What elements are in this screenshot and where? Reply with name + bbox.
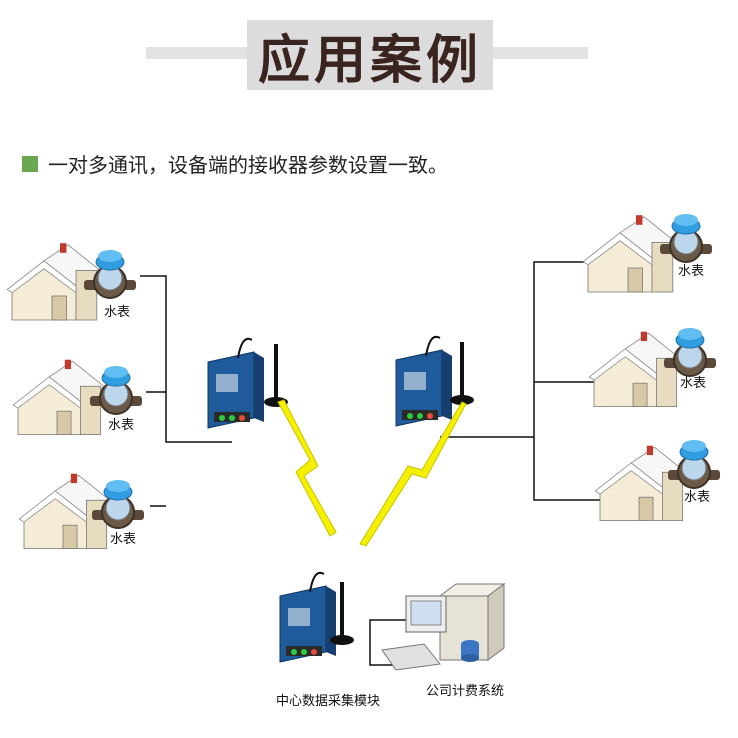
meter-label: 水表: [110, 532, 137, 547]
page-title: 应用案例: [257, 29, 482, 91]
description-text: 一对多通讯，设备端的接收器参数设置一致。: [48, 153, 448, 177]
house-icon: [12, 359, 105, 435]
lightning-icon: [359, 401, 467, 547]
title-box: 应用案例: [247, 20, 493, 91]
description-line: 一对多通讯，设备端的接收器参数设置一致。: [22, 149, 448, 178]
meter-label: 水表: [684, 490, 711, 505]
wireless-module-icon: [395, 335, 453, 427]
wireless-module-icon: [279, 571, 337, 663]
house-icon: [594, 445, 687, 521]
house-icon: [588, 331, 681, 407]
meter-label: 水表: [678, 264, 705, 279]
computer-icon: [381, 583, 506, 671]
center-module-label: 中心数据采集模块: [276, 694, 381, 709]
antenna-icon: [448, 340, 476, 407]
meter-label: 水表: [104, 305, 131, 320]
wireless-module-icon: [207, 337, 265, 429]
billing-system-label: 公司计费系统: [426, 684, 505, 699]
lightning-icon: [277, 399, 337, 537]
meter-label: 水表: [108, 418, 135, 433]
meter-label: 水表: [680, 376, 707, 391]
antenna-icon: [262, 342, 290, 409]
connection-lines: [140, 261, 600, 666]
bullet-square-icon: [22, 155, 38, 172]
